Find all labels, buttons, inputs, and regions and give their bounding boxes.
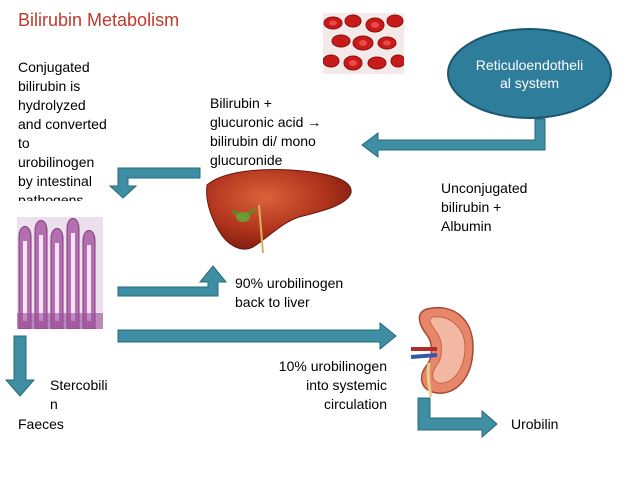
urobilinogen-10-text: 10% urobilinogen into systemic circulati… [278,358,387,412]
faeces-text: Faeces [18,416,64,432]
intestinal-villi-image [17,217,103,329]
conjugated-hydrolyzed-text: Conjugated bilirubin is hydrolyzed and c… [18,59,107,201]
arrow-liver-to-intestine [108,167,201,199]
arrow-kidney-to-urobilin [417,397,498,439]
reticuloendothelial-system-oval: Reticuloendotheli al system [447,28,612,119]
oval-label: Reticuloendotheli al system [475,56,584,91]
urobilinogen-90-text: 90% urobilinogen back to liver [235,275,344,310]
bilirubin-glucuronic-text: Bilirubin + glucuronic acid → bilirubin … [210,95,322,168]
arrow-re-to-liver [361,118,546,158]
liver-image [203,165,355,254]
arrow-intestine-to-faeces [4,335,36,397]
page-title: Bilirubin Metabolism [18,10,180,30]
kidney-image [407,303,479,398]
urobilin-text: Urobilin [511,416,559,432]
arrow-intestine-to-kidney [117,321,397,351]
unconjugated-albumin-text: Unconjugated bilirubin + Albumin [441,180,528,234]
arrow-intestine-to-liver [117,265,228,297]
stercobilin-text: Stercobili n [50,377,108,412]
red-blood-cells-image [323,13,404,74]
